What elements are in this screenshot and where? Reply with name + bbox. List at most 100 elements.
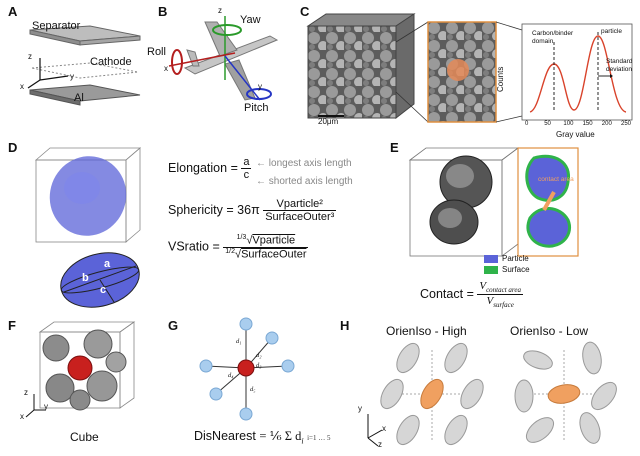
d3-label: d₃ — [256, 362, 262, 369]
panel-letter-h: H — [340, 318, 350, 333]
contact-num: Vcontact area — [477, 280, 524, 296]
axis-x-label-h: x — [382, 424, 386, 433]
legend-particle-swatch — [484, 254, 498, 263]
contact-num-v: V — [479, 280, 487, 292]
std-label-1: Standard — [606, 58, 633, 65]
contact-num-sub: contact area — [486, 286, 522, 295]
elongation-num: a — [241, 156, 252, 169]
vsratio-formula: VSratio = 1/3√Vparticle 1/2√SurfaceOuter — [168, 234, 309, 261]
axis-x-label-b: x — [164, 64, 168, 73]
cube-caption: Cube — [70, 430, 99, 444]
panel-letter-d: D — [8, 140, 18, 155]
axis-y-label-a: y — [70, 72, 74, 81]
orieniso-low-label: OrienIso - Low — [510, 324, 589, 338]
gray-value-tick: 200 — [601, 121, 612, 127]
elongation-fraction: a c — [241, 156, 252, 181]
contact-fraction: Vcontact area Vsurface — [477, 280, 524, 309]
disnearest-sub: i — [301, 436, 304, 446]
yaw-label: Yaw — [240, 14, 261, 26]
layer-stack-diagram — [27, 25, 141, 106]
gray-value-tick: 250 — [621, 121, 632, 127]
orieniso-high-label: OrienIso - High — [386, 324, 467, 338]
scale-bar — [318, 115, 344, 117]
zoom-connector — [395, 21, 429, 123]
axis-a-label: a — [104, 258, 111, 270]
note-shortest-axis: ← shorted axis length — [256, 176, 353, 187]
gray-value-tick: 0 — [525, 121, 529, 127]
vsratio-num: 1/3√Vparticle — [223, 234, 309, 248]
axis-x-label-a: x — [20, 82, 24, 91]
vsratio-den-root: 1/2 — [225, 247, 236, 255]
vsratio-num-text: Vparticle — [252, 234, 296, 247]
disnearest-formula: DisNearest = ⅙ Σ di i=1 … 5 — [194, 428, 331, 446]
axis-c-label: c — [100, 284, 107, 296]
std-label-2: deviation — [606, 66, 633, 73]
disnearest-limits: i=1 … 5 — [307, 434, 331, 442]
contact-section — [517, 147, 579, 257]
sphere-node-icon — [239, 317, 253, 331]
axes-ellipse-diagram — [60, 252, 140, 308]
axis-y-label-b: y — [258, 82, 262, 91]
elongation-term: Elongation — [168, 160, 228, 175]
sphericity-fraction: Vparticle² SurfaceOuter³ — [263, 198, 337, 223]
bell-curve-icon — [521, 23, 633, 121]
gray-value-tick: 50 — [544, 121, 551, 127]
vsratio-den-text: SurfaceOuter — [241, 248, 307, 261]
pitch-label: Pitch — [244, 102, 269, 114]
contact-den: Vsurface — [477, 295, 523, 309]
panel-letter-g: G — [168, 318, 179, 333]
contact-formula: Contact = Vcontact area Vsurface — [420, 280, 524, 310]
disnearest-rhs: = ⅙ Σ d — [259, 429, 302, 443]
legend-surface: Surface — [484, 265, 530, 274]
carbon-binder-label-2: domain — [532, 38, 554, 45]
al-label: Al — [74, 92, 84, 104]
contact-den-v: V — [486, 295, 494, 308]
legend-surface-text: Surface — [502, 265, 530, 274]
legend-particle-text: Particle — [502, 254, 529, 263]
gray-value-axis-label: Gray value — [556, 130, 595, 139]
vsratio-den: 1/2√SurfaceOuter — [225, 247, 307, 261]
vsratio-num-root: 1/3 — [236, 234, 247, 241]
tomography-cube — [306, 13, 416, 120]
gray-value-tick: 100 — [563, 121, 574, 127]
cube-outline-icon — [38, 321, 136, 411]
panel-letter-e: E — [390, 140, 399, 155]
sphericity-term: Sphericity — [168, 202, 223, 217]
sphericity-coef: 36π — [237, 202, 260, 217]
panel-letter-c: C — [300, 4, 310, 19]
two-particle-cube — [408, 147, 520, 257]
axes-f — [25, 394, 46, 418]
zoom-connector-2 — [495, 21, 523, 123]
panel-letter-b: B — [158, 4, 168, 19]
sphericity-num: Vparticle² — [263, 198, 337, 211]
legend-particle: Particle — [484, 254, 529, 263]
axis-y-label-f: y — [44, 402, 48, 411]
counts-axis-label: Counts — [496, 66, 505, 92]
particle-peak-label: particle — [601, 28, 622, 35]
d2-label: d₂ — [256, 352, 262, 359]
elongation-formula: Elongation = a c — [168, 156, 252, 181]
note-longest-axis: ← longest axis length — [256, 158, 352, 169]
elongation-eq: = — [230, 160, 238, 175]
disnearest-term: DisNearest — [194, 429, 256, 443]
axis-z-label-f: z — [24, 388, 28, 397]
contact-area-label: contact area — [538, 176, 574, 183]
axis-y-label-h: y — [358, 404, 362, 413]
airplane-icon — [168, 16, 279, 101]
note-longest-axis-text: longest axis length — [268, 158, 352, 169]
scale-bar-label: 20μm — [318, 117, 339, 126]
orieniso-high-diagram — [380, 342, 484, 446]
axis-z-label-a: z — [28, 52, 32, 61]
panel-letter-f: F — [8, 318, 16, 333]
nearest-neighbor-diagram — [199, 317, 295, 421]
d4-label: d₄ — [228, 372, 234, 379]
d1-label: d₁ — [236, 338, 242, 345]
elongation-den: c — [243, 169, 250, 181]
axis-b-label: b — [82, 272, 89, 284]
sphericity-eq: = — [226, 202, 234, 217]
axis-z-label-h: z — [378, 440, 382, 449]
carbon-binder-label-1: Carbon/binder — [532, 30, 574, 37]
legend-surface-swatch — [484, 265, 498, 274]
sphericity-den: SurfaceOuter³ — [265, 211, 335, 223]
